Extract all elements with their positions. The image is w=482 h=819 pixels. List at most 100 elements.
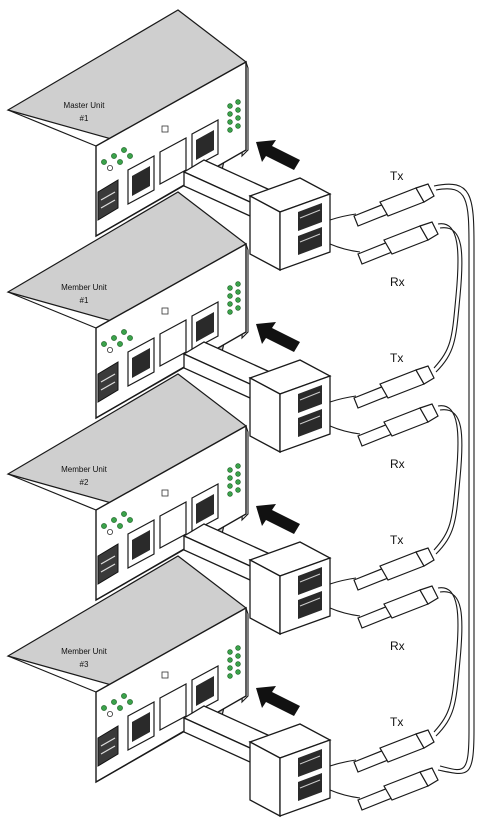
stack-unit: Member Unit #3Tx Rx (8, 556, 438, 819)
plug-body (380, 370, 424, 398)
led-indicator-icon (127, 517, 132, 522)
led-indicator-icon (101, 341, 106, 346)
led-indicator-icon (111, 153, 116, 158)
unit-number-label: #2 (80, 478, 89, 487)
led-indicator-icon (236, 488, 241, 493)
led-indicator-icon (162, 672, 168, 678)
led-indicator-icon (111, 699, 116, 704)
fiber-lead (330, 244, 360, 252)
plug-body (384, 772, 428, 800)
led-indicator-icon (162, 308, 168, 314)
fiber-plug-icon (358, 404, 438, 446)
led-indicator-icon (127, 699, 132, 704)
fiber-plug-icon (354, 184, 434, 226)
fiber-plug-icon (354, 730, 434, 772)
led-indicator-icon (107, 529, 112, 534)
plug-body (380, 188, 424, 216)
unit-name-label: Master Unit (64, 101, 106, 110)
tx-label: Tx (390, 351, 403, 365)
led-indicator-icon (228, 658, 233, 663)
unit-name-label: Member Unit (61, 647, 108, 656)
rx-label: Rx (390, 457, 405, 471)
insert-arrow-icon (256, 322, 300, 352)
fiber-lead (330, 426, 360, 434)
plug-body (384, 408, 428, 436)
led-indicator-icon (228, 294, 233, 299)
led-indicator-icon (121, 147, 126, 152)
rx-label: Rx (390, 639, 405, 653)
led-indicator-icon (117, 341, 122, 346)
led-indicator-icon (127, 335, 132, 340)
led-indicator-icon (236, 646, 241, 651)
led-indicator-icon (228, 302, 233, 307)
led-indicator-icon (236, 282, 241, 287)
ring-cable (434, 184, 474, 773)
led-indicator-icon (236, 464, 241, 469)
plug-body (384, 226, 428, 254)
led-indicator-icon (228, 674, 233, 679)
fiber-lead (330, 578, 356, 584)
ring-cable (436, 189, 469, 770)
fiber-plug-icon (354, 548, 434, 590)
tx-label: Tx (390, 169, 403, 183)
led-indicator-icon (228, 286, 233, 291)
led-indicator-icon (236, 108, 241, 113)
led-indicator-icon (127, 153, 132, 158)
unit-number-label: #1 (80, 296, 89, 305)
unit-name-label: Member Unit (61, 283, 108, 292)
plug-body (380, 734, 424, 762)
insert-arrow-icon (256, 686, 300, 716)
led-indicator-icon (111, 335, 116, 340)
led-indicator-icon (236, 290, 241, 295)
fiber-plug-icon (354, 366, 434, 408)
led-indicator-icon (101, 159, 106, 164)
fiber-lead (330, 396, 356, 402)
led-indicator-icon (236, 298, 241, 303)
led-indicator-icon (228, 492, 233, 497)
led-indicator-icon (121, 329, 126, 334)
fiber-lead (330, 608, 360, 616)
led-indicator-icon (117, 159, 122, 164)
led-indicator-icon (228, 128, 233, 133)
led-indicator-icon (228, 468, 233, 473)
led-indicator-icon (228, 650, 233, 655)
fiber-plug-icon (358, 586, 438, 628)
insert-arrow-icon (256, 504, 300, 534)
led-indicator-icon (236, 472, 241, 477)
led-indicator-icon (117, 705, 122, 710)
led-indicator-icon (236, 100, 241, 105)
led-indicator-icon (111, 517, 116, 522)
rx-label: Rx (390, 275, 405, 289)
stacking-cable (434, 588, 458, 732)
insert-arrow-icon (256, 140, 300, 170)
led-indicator-icon (236, 654, 241, 659)
led-indicator-icon (228, 484, 233, 489)
unit-name-label: Member Unit (61, 465, 108, 474)
led-indicator-icon (162, 490, 168, 496)
fiber-plug-icon (358, 222, 438, 264)
stacking-cable (434, 224, 458, 368)
stacking-cables (434, 184, 474, 773)
tx-label: Tx (390, 715, 403, 729)
led-indicator-icon (101, 705, 106, 710)
led-indicator-icon (228, 476, 233, 481)
led-indicator-icon (117, 523, 122, 528)
led-indicator-icon (236, 306, 241, 311)
unit-number-label: #1 (80, 114, 89, 123)
led-indicator-icon (228, 310, 233, 315)
led-indicator-icon (107, 165, 112, 170)
led-indicator-icon (236, 116, 241, 121)
led-indicator-icon (107, 711, 112, 716)
stacking-cable (434, 406, 458, 550)
unit-number-label: #3 (80, 660, 89, 669)
led-indicator-icon (101, 523, 106, 528)
plug-body (384, 590, 428, 618)
tx-label: Tx (390, 533, 403, 547)
plug-body (380, 552, 424, 580)
led-indicator-icon (236, 480, 241, 485)
led-indicator-icon (228, 104, 233, 109)
led-indicator-icon (228, 120, 233, 125)
led-indicator-icon (228, 112, 233, 117)
